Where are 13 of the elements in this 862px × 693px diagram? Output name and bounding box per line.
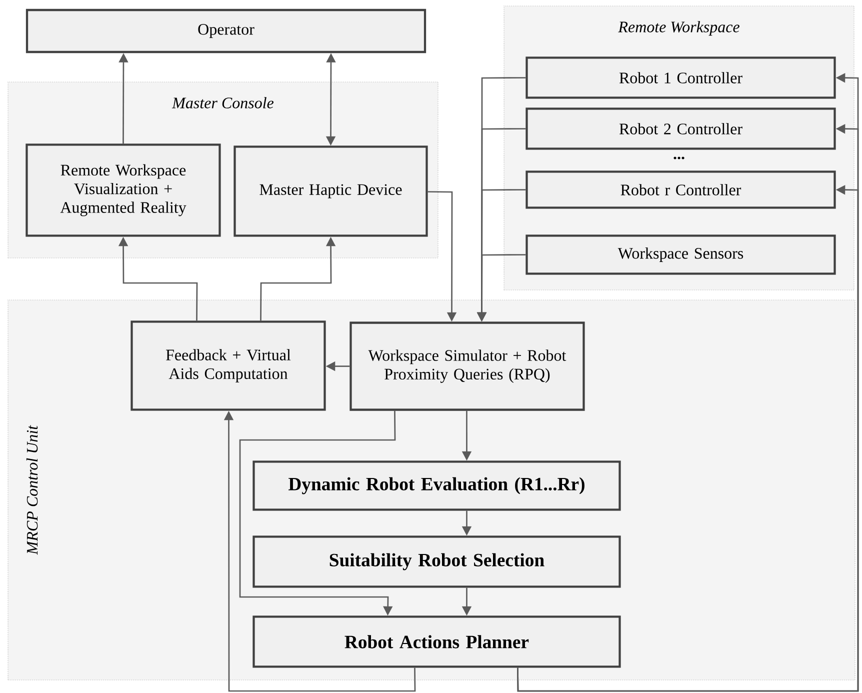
process-box: Master Haptic Device: [234, 146, 428, 237]
process-box: Feedback + Virtual Aids Computation: [130, 320, 326, 411]
ellipsis-label: ...: [674, 156, 684, 160]
process-box: Dynamic Robot Evaluation (R1...Rr): [252, 460, 621, 511]
process-box: Robot r Controller: [526, 170, 836, 209]
process-box: Remote Workspace Visualization + Augmented Reality: [26, 144, 221, 237]
process-box: Suitability Robot Selection: [252, 536, 621, 588]
process-box: Robot Actions Planner: [252, 616, 621, 668]
process-box: Robot 1 Controller: [526, 56, 836, 99]
process-box: Robot 2 Controller: [526, 108, 836, 150]
process-box: Workspace Simulator + Robot Proximity Queries (RPQ): [350, 322, 585, 411]
process-box: Workspace Sensors: [526, 234, 836, 275]
process-box: Operator: [26, 8, 426, 54]
